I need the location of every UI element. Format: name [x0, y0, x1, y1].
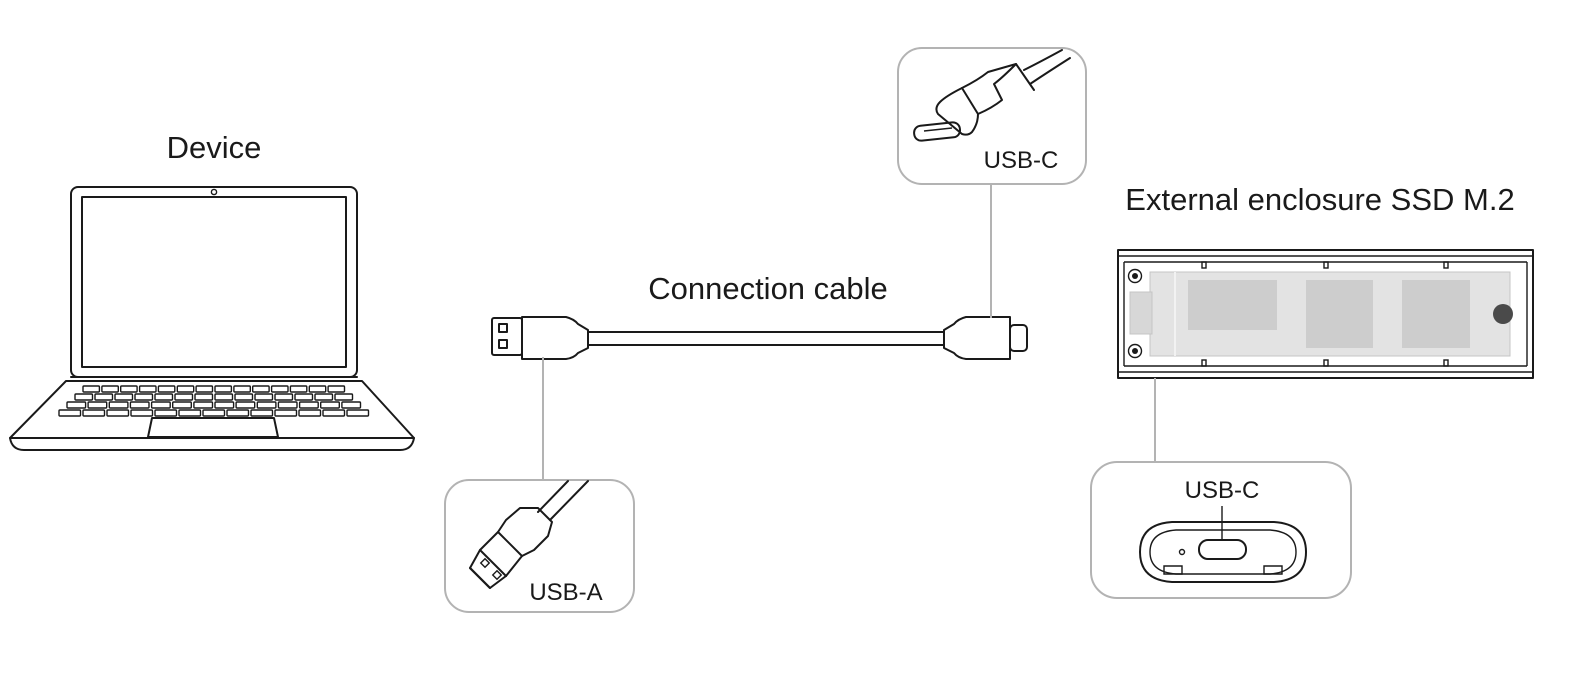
rail-notch	[1443, 261, 1449, 269]
keyboard-key	[114, 393, 134, 401]
keyboard-key	[251, 385, 270, 393]
keyboard-key	[256, 401, 277, 409]
keyboard-key	[194, 393, 214, 401]
keyboard-key	[195, 385, 214, 393]
keyboard-key	[298, 401, 319, 409]
callout-usbc-cable-label: USB-C	[984, 147, 1059, 174]
keyboard-key	[289, 385, 308, 393]
keyboard-key	[154, 409, 178, 417]
keyboard-key	[233, 385, 251, 393]
ssd-enclosure-icon	[1117, 249, 1534, 379]
keyboard-key	[298, 409, 322, 417]
keyboard-key	[82, 385, 101, 393]
keyboard-key	[129, 401, 150, 409]
keyboard-key	[176, 385, 195, 393]
keyboard-key	[314, 393, 334, 401]
usb-cable-icon	[491, 316, 1028, 360]
keyboard-key	[226, 409, 250, 417]
keyboard-key	[214, 401, 235, 409]
keyboard-key	[178, 409, 202, 417]
keyboard-key	[154, 393, 174, 401]
keyboard-key	[270, 385, 289, 393]
rail-notch	[1323, 261, 1329, 269]
enclosure-rail-notches	[1201, 261, 1449, 367]
cable-label: Connection cable	[648, 271, 888, 306]
keyboard-key	[119, 385, 138, 393]
keyboard-key	[82, 409, 106, 417]
callout-usbc-cable: USB-C	[897, 47, 1087, 185]
keyboard-key	[157, 385, 176, 393]
callout-usbc-enclosure: USB-C	[1090, 461, 1352, 599]
device-label: Device	[167, 130, 262, 165]
keyboard-key	[235, 401, 256, 409]
keyboard-key	[274, 409, 298, 417]
keyboard-key	[214, 393, 234, 401]
keyboard-key	[346, 409, 370, 417]
keyboard-key	[320, 401, 341, 409]
keyboard-key	[171, 401, 192, 409]
rail-notch	[1201, 359, 1207, 367]
keyboard-key	[134, 393, 154, 401]
keyboard-key	[234, 393, 254, 401]
keyboard-key	[138, 385, 157, 393]
keyboard-key	[341, 401, 362, 409]
keyboard-key	[214, 385, 233, 393]
keyboard-key	[202, 409, 226, 417]
enclosure-label: External enclosure SSD M.2	[1125, 182, 1514, 217]
callout-usbc-enclosure-label: USB-C	[1185, 477, 1260, 504]
keyboard-key	[254, 393, 274, 401]
keyboard-key	[327, 385, 346, 393]
keyboard-key	[101, 385, 120, 393]
keyboard-key	[130, 409, 154, 417]
laptop-keyboard	[58, 385, 370, 417]
keyboard-key	[87, 401, 108, 409]
keyboard-key	[308, 385, 327, 393]
keyboard-key	[74, 393, 94, 401]
keyboard-key	[250, 409, 274, 417]
keyboard-key	[66, 401, 87, 409]
keyboard-key	[274, 393, 294, 401]
keyboard-key	[106, 409, 130, 417]
rail-notch	[1323, 359, 1329, 367]
rail-notch	[1201, 261, 1207, 269]
keyboard-key	[108, 401, 129, 409]
usbc-plug-icon	[913, 49, 1071, 142]
keyboard-key	[294, 393, 314, 401]
keyboard-key	[277, 401, 298, 409]
keyboard-key	[322, 409, 346, 417]
keyboard-key	[174, 393, 194, 401]
callout-usba: USB-A	[444, 479, 635, 613]
usba-plug-icon	[469, 480, 589, 589]
callout-usba-label: USB-A	[529, 579, 602, 606]
usbc-port-icon	[1139, 521, 1307, 583]
rail-notch	[1443, 359, 1449, 367]
keyboard-key	[150, 401, 171, 409]
keyboard-key	[334, 393, 354, 401]
keyboard-key	[58, 409, 82, 417]
keyboard-key	[193, 401, 214, 409]
laptop-icon	[9, 186, 415, 451]
keyboard-key	[94, 393, 114, 401]
